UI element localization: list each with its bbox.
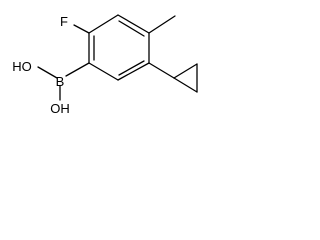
ring-double-bond-c5-c6 xyxy=(118,60,145,76)
atom-fluorine-label: F xyxy=(60,14,68,29)
bond-c4-methyl xyxy=(148,15,176,34)
ring-bond-c6-c1 xyxy=(88,62,119,81)
cyclopropyl-bond-1 xyxy=(173,63,198,79)
atom-boron-label: B xyxy=(56,74,65,89)
ring-double-bond-c3-c4 xyxy=(118,20,145,37)
molecule-structure: F B HO OH xyxy=(12,14,198,116)
ring-bond-c5-c6 xyxy=(117,62,150,81)
bond-boron-oh-top xyxy=(37,66,58,79)
atom-hydroxyl-bottom-label: OH xyxy=(50,101,70,116)
cyclopropyl-bond-3 xyxy=(173,77,198,93)
atom-hydroxyl-top-label: HO xyxy=(12,59,32,74)
bond-c2-fluorine xyxy=(73,24,90,34)
ring-bond-c2-c3 xyxy=(88,14,119,34)
cyclopropyl-ring xyxy=(173,63,198,93)
benzene-ring xyxy=(88,14,150,81)
bond-c5-cyclopropyl xyxy=(148,62,175,79)
bond-c1-boron xyxy=(65,62,90,77)
ring-bond-c3-c4 xyxy=(117,14,150,34)
